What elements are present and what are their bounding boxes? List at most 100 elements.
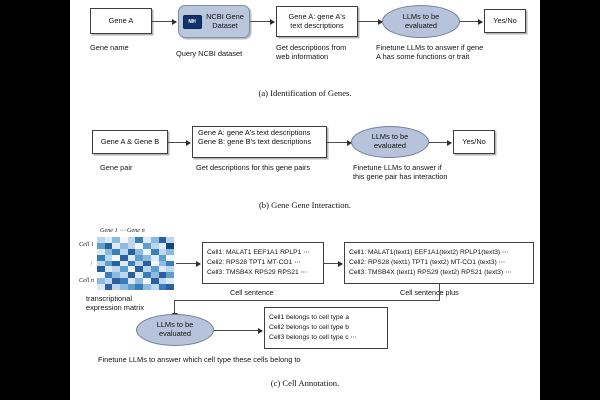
arrow-input-to-ncbi <box>152 18 177 25</box>
heatmap-cell <box>150 260 159 267</box>
heatmap-row-label-top: Cell 1 <box>79 241 94 248</box>
cell-sentence-line-3: Cell3: TMSB4X RPS29 RPS21 ⋯ <box>207 268 308 276</box>
arrow-ncbi-to-descriptions <box>250 18 275 25</box>
caption-panel-a: (a) Identification of Genes. <box>258 88 352 98</box>
heatmap-cell <box>97 272 105 279</box>
heatmap-cell <box>104 237 113 243</box>
heatmap-cell <box>112 284 121 290</box>
heatmap-cell <box>127 278 136 285</box>
llm-c-line1: LLMs to be <box>156 320 194 330</box>
connector-vertical-from-plus <box>439 284 440 301</box>
annotation-gene-pair: Gene pair <box>100 163 133 172</box>
heatmap-cell <box>158 237 167 243</box>
label-cell-sentence: Cell sentence <box>230 288 274 297</box>
heatmap-cell <box>158 278 167 285</box>
heatmap-cell <box>120 260 128 267</box>
heatmap-cell <box>158 272 167 279</box>
node-ncbi-gene-dataset: NIH NCBI Gene Dataset <box>178 5 250 38</box>
cell-sentence-line-2: Cell2: RPS28 TPT1 MT-CO1 ⋯ <box>207 259 301 267</box>
heatmap-cell <box>135 272 144 279</box>
llm-b-line2: evaluated <box>373 141 407 150</box>
heatmap-cell <box>104 278 113 285</box>
heatmap-cell <box>112 266 121 273</box>
heatmap-cell <box>150 248 159 255</box>
heatmap-cell <box>127 272 136 279</box>
panel-cell-annotation: Gene 1 ⋯ Gene n Cell 1 ⋮ Cell n transcri… <box>70 222 540 400</box>
heatmap-cell <box>97 278 105 285</box>
heatmap-cell <box>166 284 174 290</box>
heatmap-cell <box>120 242 128 249</box>
heatmap-cell <box>112 237 121 243</box>
llm-label-line1: LLMs to be <box>402 11 440 21</box>
heatmap-cell <box>166 237 174 243</box>
node-yes-no-output-b: Yes/No <box>453 130 495 154</box>
heatmap-cell <box>143 242 151 249</box>
answer-line-3: Cell3 belongs to cell type c ⋯ <box>269 333 358 341</box>
heatmap-cell <box>104 272 113 279</box>
annotation-finetune-interaction: Finetune LLMs to answer if this gene pai… <box>353 163 448 182</box>
heatmap-cell <box>158 266 167 273</box>
annotation-get-descriptions-pairs: Get descriptions for this gene pairs <box>196 163 311 172</box>
heatmap-cell <box>135 266 144 273</box>
annotation-finetune-cell-type: Finetune LLMs to answer which cell type … <box>98 355 301 364</box>
heatmap-cell <box>158 260 167 267</box>
heatmap-cell <box>97 242 105 249</box>
anno-b-finetune-line2: this gene pair has interaction <box>353 172 448 182</box>
heatmap-cell <box>120 248 128 255</box>
heatmap-cell <box>166 272 174 279</box>
heatmap-cell <box>104 248 113 255</box>
anno-desc-line1: Get descriptions from <box>276 43 347 52</box>
arrow-cell-sentence-to-plus <box>324 260 343 267</box>
heatmap-cell <box>143 284 151 290</box>
heatmap-cell <box>97 248 105 255</box>
heatmap-cell <box>97 260 105 267</box>
anno-finetune-line1: Finetune LLMs to answer if gene <box>376 43 484 52</box>
heatmap-cell <box>104 260 113 267</box>
cell-sentence-plus-line-3: Cell3: TMSB4X (text1) RPS29 (text2) RPS2… <box>349 268 512 276</box>
node-gene-pair-input: Gene A & Gene B <box>92 130 168 154</box>
ncbi-label-line1: NCBI Gene <box>206 11 244 21</box>
answer-line-2: Cell2 belongs to cell type b <box>269 324 349 332</box>
transcriptional-expression-heatmap <box>97 237 174 290</box>
anno-finetune-line2: A has some functions or trait <box>376 52 470 62</box>
heatmap-cell <box>135 242 144 249</box>
arrow-matrix-to-cell-sentence <box>176 260 201 267</box>
node-gene-pair-descriptions: Gene A: gene A's text descriptions Gene … <box>192 126 327 158</box>
annotation-finetune-llms: Finetune LLMs to answer if gene A has so… <box>376 43 483 62</box>
heatmap-cell <box>158 242 167 249</box>
heatmap-cell <box>112 278 121 285</box>
heatmap-cell <box>120 254 128 261</box>
heatmap-cell <box>97 266 105 273</box>
label-cell-sentence-plus: Cell sentence plus <box>400 288 459 297</box>
heatmap-cell <box>143 254 151 261</box>
heatmap-cell <box>150 278 159 285</box>
caption-panel-b: (b) Gene Gene Interaction. <box>258 200 352 210</box>
heatmap-cell <box>104 242 113 249</box>
heatmap-cell <box>135 278 144 285</box>
node-cell-type-answers: Cell1 belongs to cell type a Cell2 belon… <box>264 307 388 349</box>
heatmap-cell <box>120 266 128 273</box>
heatmap-cell <box>166 266 174 273</box>
heatmap-cell <box>135 254 144 261</box>
heatmap-cell <box>158 248 167 255</box>
heatmap-cell <box>127 242 136 249</box>
heatmap-cell <box>120 284 128 290</box>
descriptions-line2: text descriptions <box>290 20 344 30</box>
heatmap-cell <box>150 272 159 279</box>
caption-panel-c: (c) Cell Annotation. <box>270 378 340 388</box>
heatmap-cell <box>143 260 151 267</box>
heatmap-cell <box>127 284 136 290</box>
pair-desc-line1: Gene A: gene A's text descriptions <box>198 128 311 137</box>
arrow-llm-to-output-b <box>429 139 452 146</box>
arrow-down-to-llm <box>171 300 178 318</box>
heatmap-cell <box>150 237 159 243</box>
heatmap-cell <box>112 254 121 261</box>
annotation-query-ncbi: Query NCBI dataset <box>176 49 243 58</box>
heatmap-cell <box>120 272 128 279</box>
annotation-expression-matrix: transcriptional expression matrix <box>86 294 144 313</box>
heatmap-cell <box>166 242 174 249</box>
arrow-llm-to-answers <box>214 327 263 334</box>
heatmap-cell <box>166 248 174 255</box>
cell-sentence-plus-line-1: Cell1: MALAT1(text1) EEF1A1(text2) RPLP1… <box>349 249 509 257</box>
anno-desc-line2: web information <box>276 52 329 62</box>
